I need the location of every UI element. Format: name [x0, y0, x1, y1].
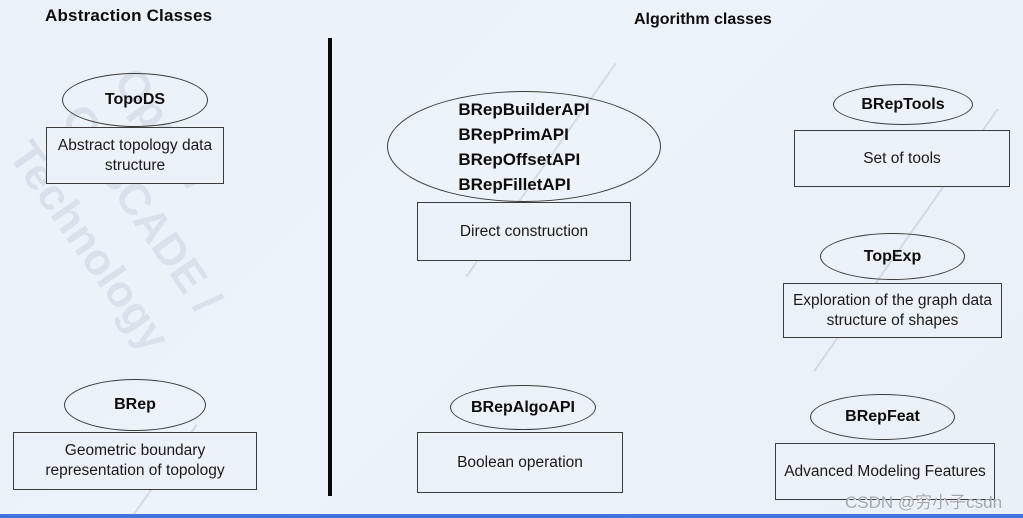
node-box-advanced-modeling: Advanced Modeling Features	[775, 443, 995, 500]
node-label-list: BRepBuilderAPI BRepPrimAPI BRepOffsetAPI…	[458, 97, 589, 197]
node-ellipse-brep-api-group: BRepBuilderAPI BRepPrimAPI BRepOffsetAPI…	[387, 91, 661, 202]
footer-accent-bar	[0, 514, 1023, 518]
node-ellipse-brepfeat: BRepFeat	[810, 394, 955, 440]
node-desc: Exploration of the graph data structure …	[792, 291, 993, 329]
node-box-brep-desc: Geometric boundary representation of top…	[13, 432, 257, 490]
section-divider-line	[328, 38, 332, 496]
node-desc: Advanced Modeling Features	[784, 462, 986, 480]
node-ellipse-topods: TopoDS	[62, 73, 208, 127]
node-desc: Direct construction	[459, 222, 589, 240]
node-box-exploration: Exploration of the graph data structure …	[783, 283, 1002, 338]
node-ellipse-brep: BRep	[64, 379, 206, 431]
node-ellipse-brepalgoapi: BRepAlgoAPI	[450, 385, 596, 430]
node-desc: Geometric boundary representation of top…	[45, 442, 225, 479]
node-label: BRepBuilderAPI	[458, 99, 590, 119]
algorithm-classes-title: Algorithm classes	[634, 11, 772, 28]
node-ellipse-breptools: BRepTools	[833, 84, 973, 125]
node-label: TopExp	[863, 247, 922, 265]
abstraction-classes-title: Abstraction Classes	[45, 6, 213, 25]
node-label: BRepPrimAPI	[458, 124, 569, 144]
node-label: TopoDS	[104, 91, 166, 108]
node-desc: Boolean operation	[457, 453, 583, 471]
node-label: BRepAlgoAPI	[471, 398, 575, 416]
node-desc: Abstract topology data structure	[57, 136, 213, 174]
node-box-set-of-tools: Set of tools	[794, 130, 1010, 187]
csdn-watermark: CSDN @穷小子csdn	[845, 493, 1003, 512]
node-box-boolean-operation: Boolean operation	[417, 432, 623, 493]
node-label: BRepFeat	[845, 408, 920, 425]
node-label: BRepFilletAPI	[458, 174, 571, 194]
node-label: BRep	[114, 396, 156, 413]
node-label: BRepTools	[861, 95, 945, 113]
node-box-topods-desc: Abstract topology data structure	[46, 127, 224, 184]
node-desc: Set of tools	[863, 149, 941, 167]
node-ellipse-topexp: TopExp	[820, 233, 965, 280]
node-box-direct-construction: Direct construction	[417, 202, 631, 261]
node-label: BRepOffsetAPI	[458, 149, 581, 169]
